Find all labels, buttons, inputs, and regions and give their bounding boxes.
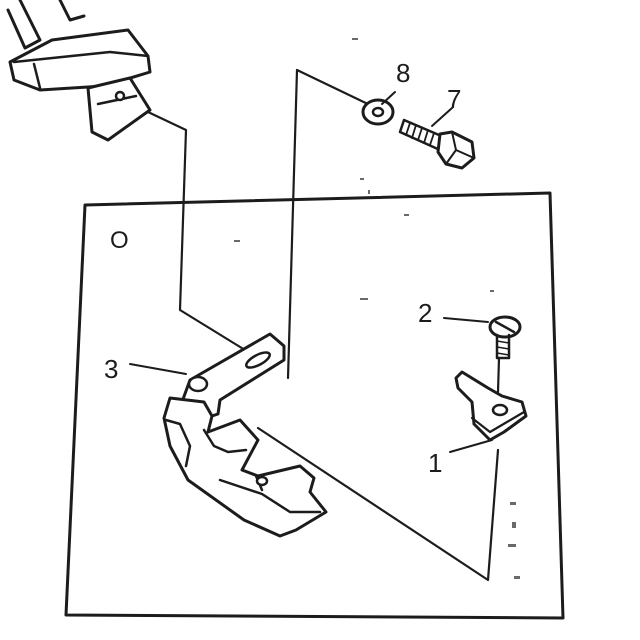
screw-part-2 <box>488 315 522 360</box>
scan-specks <box>234 38 520 579</box>
plate-label: O <box>110 227 129 254</box>
washer-part-8 <box>361 98 395 126</box>
assembly-lines <box>146 68 501 582</box>
bracket-part-1 <box>454 370 528 442</box>
presser-foot-part-3 <box>162 332 328 538</box>
presser-bar-mount <box>6 0 152 142</box>
callout-3: 3 <box>104 354 118 384</box>
callout-1: 1 <box>428 448 442 478</box>
callout-2: 2 <box>418 298 432 328</box>
callout-8: 8 <box>396 58 410 88</box>
leader-lines <box>129 91 493 453</box>
callout-7: 7 <box>447 84 461 114</box>
base-plate-outline <box>64 191 565 620</box>
hex-bolt-part-7 <box>398 118 476 170</box>
